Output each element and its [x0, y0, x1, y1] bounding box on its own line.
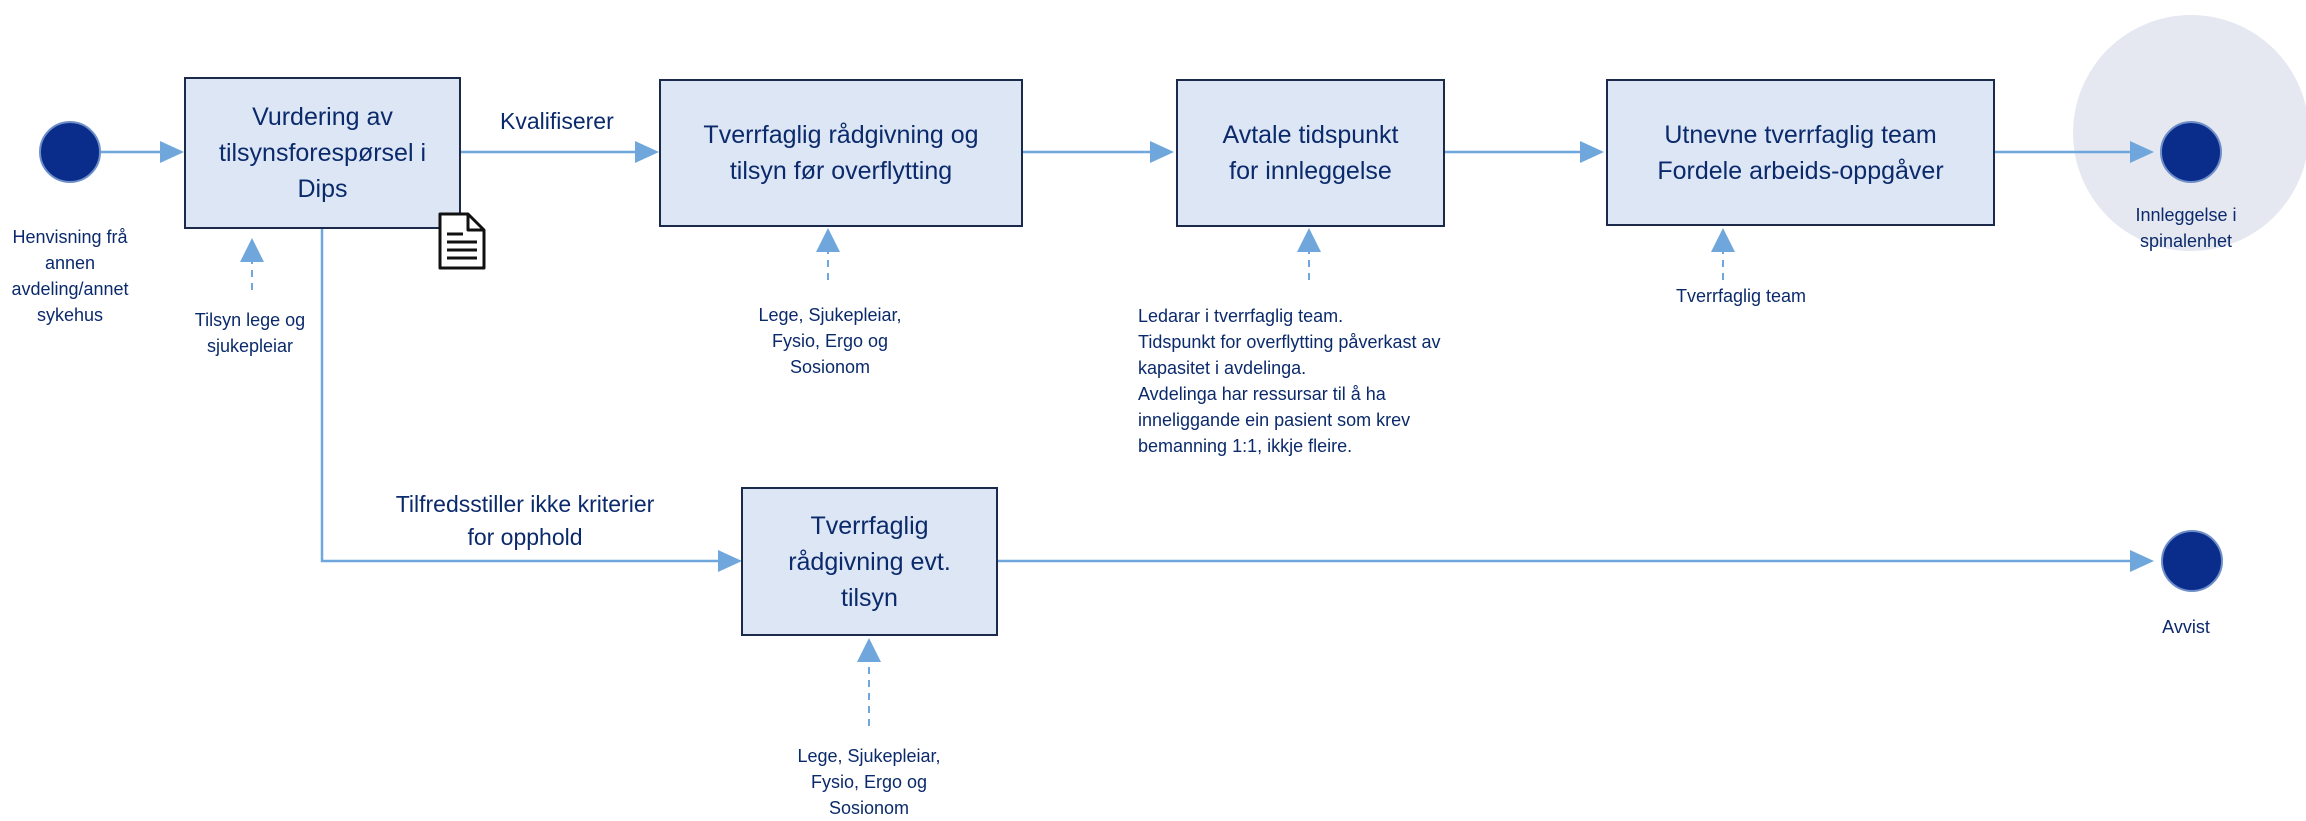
association-arrowhead	[816, 228, 840, 252]
association-arrowhead	[240, 238, 264, 262]
start-event	[39, 121, 101, 183]
task-assess-request-label: Vurdering av tilsynsforespørsel i Dips	[219, 103, 426, 203]
association-arrowhead	[1297, 228, 1321, 252]
end-event-admitted-label: Innleggelse i spinalenhet	[2135, 205, 2237, 251]
association-arrowhead	[857, 638, 881, 662]
arrowhead	[2130, 550, 2154, 572]
task-appoint-team-label: Utnevne tverrfaglig team Fordele arbeids…	[1657, 120, 1944, 185]
flow-label-qualifies: Kvalifiserer	[500, 108, 614, 134]
association-arrowhead	[1711, 228, 1735, 252]
task-schedule-admission: Avtale tidspunkt for innleggelse	[1176, 79, 1445, 227]
task-schedule-admission-label: Avtale tidspunkt for innleggelse	[1222, 121, 1399, 185]
annotation-assess-resources: Tilsyn lege og sjukepleiar	[194, 310, 306, 356]
arrowhead	[1150, 141, 1174, 163]
task-advice-optional-label: Tverrfaglig rådgivning evt. tilsyn	[788, 511, 951, 612]
start-event-label: Henvisning frå annen avdeling/annet syke…	[11, 227, 129, 325]
task-advice-optional: Tverrfaglig rådgivning evt. tilsyn	[741, 487, 998, 636]
task-appoint-team: Utnevne tverrfaglig team Fordele arbeids…	[1606, 79, 1995, 226]
end-event-rejected-label: Avvist	[2162, 617, 2210, 637]
annotation-advice-resources: Lege, Sjukepleiar, Fysio, Ergo og Sosion…	[758, 305, 902, 377]
end-event-admitted	[2160, 121, 2222, 183]
annotation-team-resources: Tverrfaglig team	[1676, 286, 1807, 306]
arrowhead	[718, 550, 742, 572]
flow-assess-to-optional	[320, 228, 718, 563]
end-event-rejected	[2161, 530, 2223, 592]
arrowhead	[1580, 141, 1604, 163]
annotation-schedule-resources: Ledarar i tverrfaglig team. Tidspunkt fo…	[1138, 306, 1441, 456]
task-assess-request: Vurdering av tilsynsforespørsel i Dips	[184, 77, 461, 229]
document-icon	[438, 212, 486, 270]
task-advice-before-transfer-label: Tverrfaglig rådgivning og tilsyn før ove…	[703, 121, 979, 185]
flow-label-not-qualified: Tilfredsstiller ikke kriterier for oppho…	[395, 491, 655, 550]
arrowhead	[2130, 141, 2154, 163]
annotation-optional-resources: Lege, Sjukepleiar, Fysio, Ergo og Sosion…	[797, 746, 941, 818]
arrowhead	[635, 141, 659, 163]
arrowhead	[160, 141, 184, 163]
task-advice-before-transfer: Tverrfaglig rådgivning og tilsyn før ove…	[659, 79, 1023, 227]
